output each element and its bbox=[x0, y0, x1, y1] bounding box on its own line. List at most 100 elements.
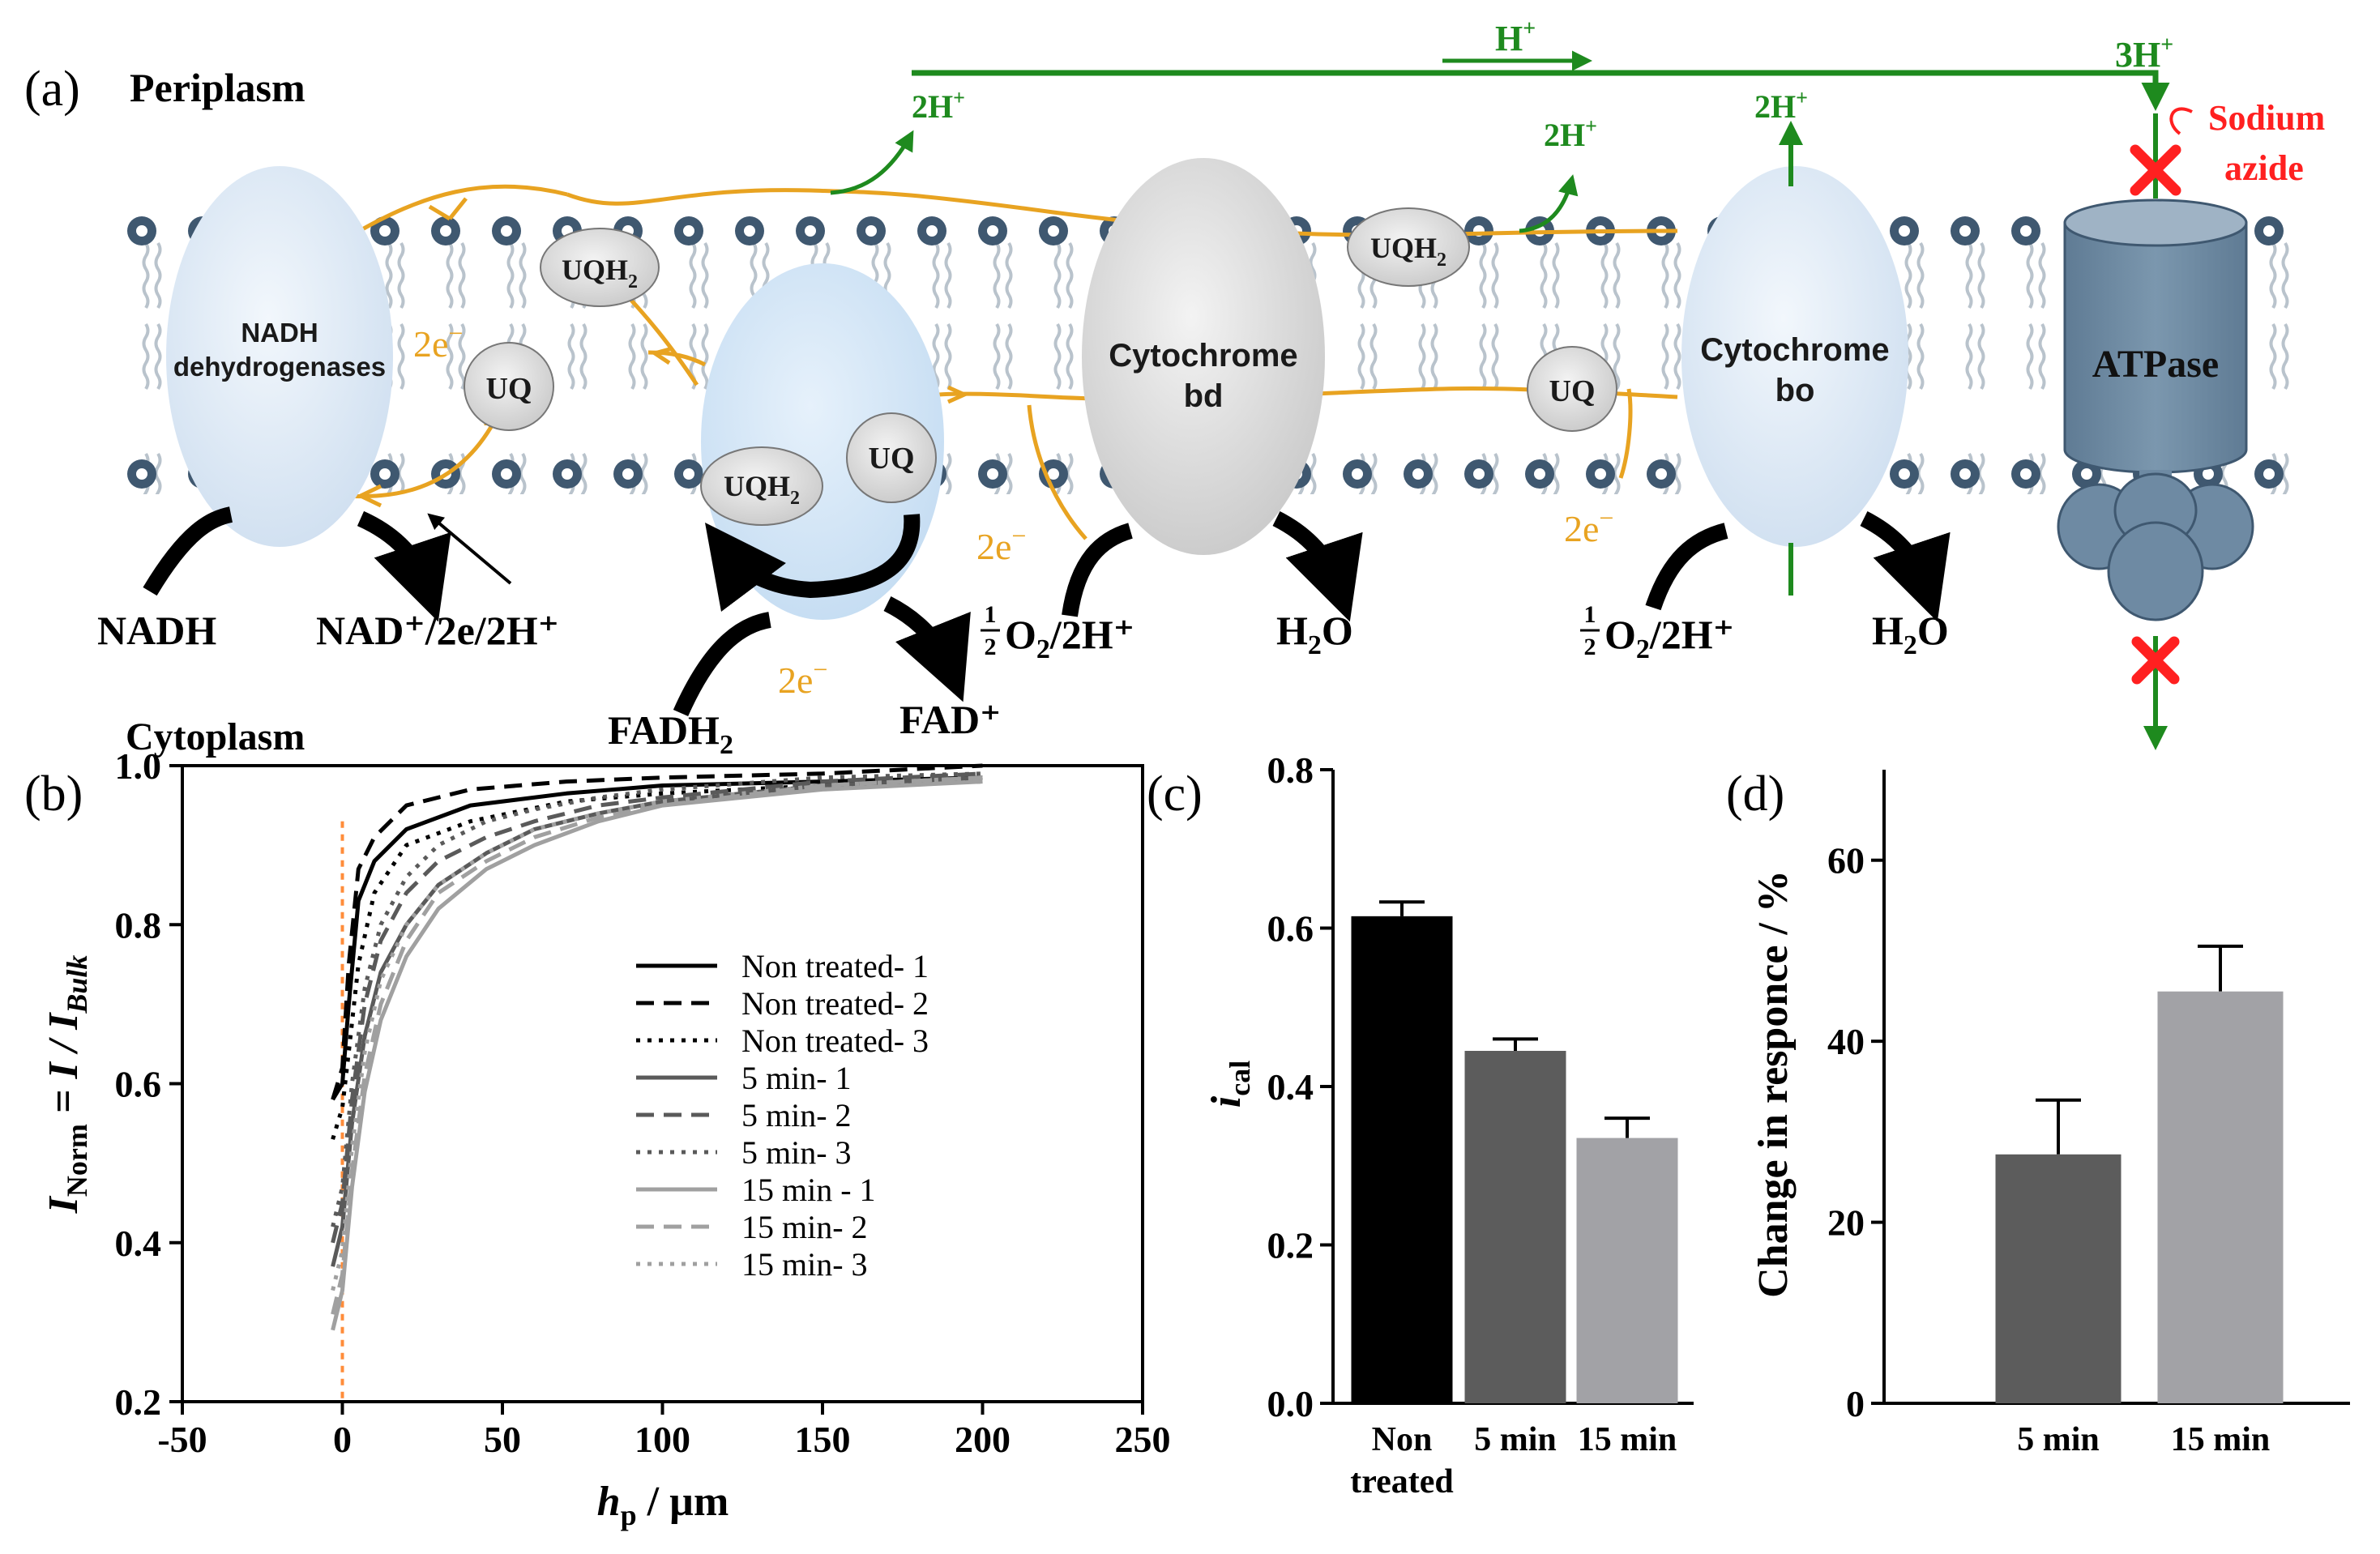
proton-exit-2 bbox=[1519, 174, 1579, 233]
y-tick-label: 0.6 bbox=[115, 1064, 162, 1105]
legend-label: Non treated- 3 bbox=[741, 1022, 929, 1059]
panel-c-label: (c) bbox=[1147, 766, 1203, 822]
uqh2-fadh: UQH2 bbox=[700, 446, 823, 526]
legend-label: Non treated- 2 bbox=[741, 985, 929, 1022]
panel-b-xlabel: hp / µm bbox=[597, 1479, 729, 1531]
svg-text:2: 2 bbox=[1584, 634, 1596, 660]
bar bbox=[1995, 1154, 2121, 1403]
panel-c-ylabel: ical bbox=[1203, 1061, 1256, 1108]
azide-curl-arrow bbox=[2169, 107, 2193, 135]
half-o2-label-bo: 1 2 O2/2H⁺ bbox=[1580, 601, 1734, 664]
category-label: Non bbox=[1372, 1421, 1433, 1458]
category-label: 15 min bbox=[1578, 1421, 1677, 1458]
legend-label: 15 min- 2 bbox=[741, 1209, 868, 1245]
y-tick-label: 0.8 bbox=[115, 904, 162, 946]
x-tick-label: 50 bbox=[484, 1419, 521, 1460]
y-tick-label: 0.6 bbox=[1267, 908, 1314, 950]
series-line bbox=[331, 775, 983, 1267]
series-line bbox=[331, 779, 983, 1331]
category-label: 5 min bbox=[2017, 1421, 2100, 1458]
y-tick-label: 0.2 bbox=[1267, 1225, 1314, 1266]
legend-label: 15 min - 1 bbox=[741, 1172, 876, 1208]
x-tick-label: 250 bbox=[1115, 1419, 1171, 1460]
category-label: 15 min bbox=[2171, 1421, 2271, 1458]
panel-a-label: (a) bbox=[24, 62, 80, 117]
svg-text:UQH2: UQH2 bbox=[724, 470, 800, 509]
panel-d-ylabel: Change in responce / % bbox=[1750, 870, 1797, 1298]
panel-c-bar-chart: (c) 0.00.20.40.60.8 Non treated 5 min 15 mi… bbox=[1147, 749, 1694, 1501]
svg-text:1: 1 bbox=[985, 601, 997, 628]
cytochrome-bo-complex bbox=[1681, 166, 1908, 547]
svg-text:O2/2H⁺: O2/2H⁺ bbox=[1604, 612, 1734, 664]
panel-b-label: (b) bbox=[24, 766, 83, 822]
h2o-label-bd: H2O bbox=[1276, 608, 1353, 660]
two-h-label-1: 2H+ bbox=[912, 86, 965, 125]
proton-exit-1 bbox=[830, 130, 914, 195]
atpase-complex: ATPase bbox=[2057, 199, 2254, 621]
three-h-plus-label: 3H+ bbox=[2115, 32, 2173, 75]
legend-label: 5 min- 1 bbox=[741, 1060, 852, 1096]
atpase-label: ATPase bbox=[2092, 343, 2219, 386]
y-tick-label: 0.4 bbox=[115, 1223, 162, 1264]
y-tick-label: 40 bbox=[1827, 1021, 1865, 1062]
svg-text:1: 1 bbox=[1584, 601, 1596, 628]
panel-d-bars: 5 min 15 min bbox=[1995, 944, 2284, 1458]
panel-b-ylabel: INorm = I / IBulk bbox=[41, 955, 93, 1215]
h-plus-top-label: H+ bbox=[1495, 16, 1536, 58]
panel-c-axis-ticks: 0.00.20.40.60.8 bbox=[1267, 749, 1333, 1424]
x-tick-label: 0 bbox=[333, 1419, 352, 1460]
bar bbox=[1576, 1138, 1678, 1403]
category-label: treated bbox=[1350, 1463, 1454, 1501]
bar bbox=[1351, 916, 1453, 1403]
fad-label: FAD⁺ bbox=[899, 697, 1001, 742]
panel-b-plot-frame bbox=[181, 764, 1144, 1403]
two-e-label-2: 2e− bbox=[976, 521, 1026, 567]
legend-label: Non treated- 1 bbox=[741, 948, 929, 984]
bar bbox=[1464, 1051, 1566, 1403]
category-label: 5 min bbox=[1474, 1421, 1557, 1458]
series-line bbox=[331, 763, 983, 1100]
half-o2-label-bd: 1 2 O2/2H⁺ bbox=[981, 601, 1134, 664]
uqh2-top-left: UQH2 bbox=[540, 228, 660, 307]
uq-right: UQ bbox=[1527, 346, 1617, 432]
legend-label: 15 min- 3 bbox=[741, 1246, 868, 1283]
y-tick-label: 0 bbox=[1846, 1383, 1865, 1424]
x-tick-label: 200 bbox=[955, 1419, 1011, 1460]
panel-d-label: (d) bbox=[1726, 766, 1784, 822]
svg-text:UQH2: UQH2 bbox=[1370, 232, 1446, 271]
cytochrome-bd-complex bbox=[1082, 158, 1325, 555]
series-line bbox=[331, 771, 983, 1227]
panel-a-diagram: (a) Periplasm H+ 3H+ N bbox=[24, 16, 2326, 760]
svg-text:UQH2: UQH2 bbox=[562, 254, 638, 292]
two-h-label-2: 2H+ bbox=[1544, 114, 1597, 153]
x-tick-label: 100 bbox=[635, 1419, 690, 1460]
uq-left: UQ bbox=[464, 342, 554, 431]
y-tick-label: 0.2 bbox=[115, 1381, 162, 1423]
two-h-label-3: 2H+ bbox=[1754, 86, 1808, 125]
y-tick-label: 1.0 bbox=[115, 745, 162, 787]
svg-text:2: 2 bbox=[985, 634, 997, 660]
svg-text:UQ: UQ bbox=[869, 442, 915, 476]
uq-fadh: UQ bbox=[846, 412, 937, 503]
panel-c-bars: Non treated 5 min 15 min bbox=[1350, 900, 1678, 1501]
panel-b-series bbox=[331, 763, 983, 1331]
svg-text:O2/2H⁺: O2/2H⁺ bbox=[1005, 612, 1134, 664]
azide-block-lower-icon bbox=[2131, 636, 2180, 685]
legend-label: 5 min- 2 bbox=[741, 1097, 852, 1133]
svg-text:UQ: UQ bbox=[486, 372, 532, 406]
fadh2-label: FADH2 bbox=[608, 707, 733, 760]
svg-text:UQ: UQ bbox=[1549, 374, 1596, 408]
x-tick-label: 150 bbox=[795, 1419, 851, 1460]
series-line bbox=[331, 775, 983, 1315]
legend-label: 5 min- 3 bbox=[741, 1134, 852, 1171]
series-line bbox=[331, 771, 983, 1244]
uqh2-top-right: UQH2 bbox=[1347, 207, 1470, 287]
